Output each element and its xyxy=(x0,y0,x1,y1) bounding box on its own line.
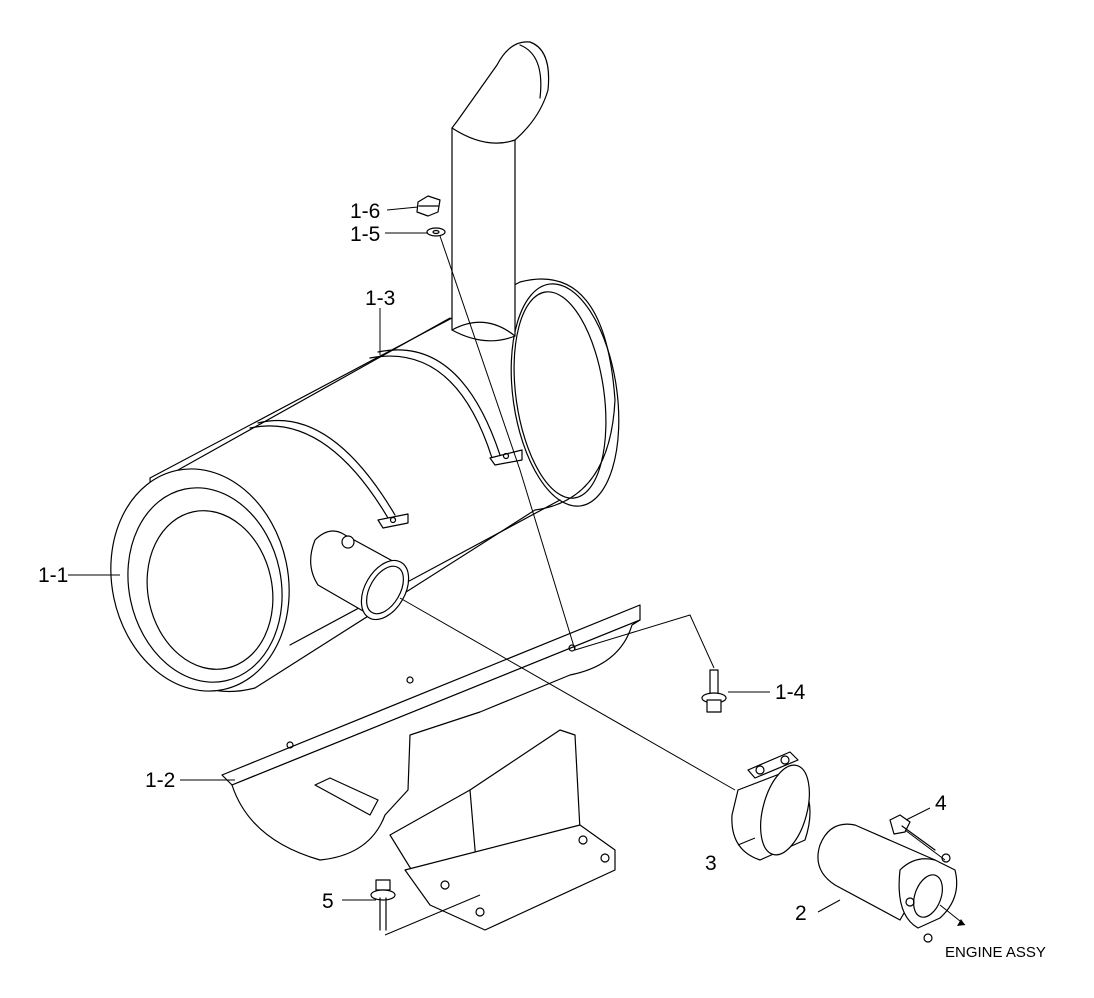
bolt-1-4 xyxy=(701,669,727,713)
callout-4: 4 xyxy=(935,792,947,815)
engine-assy-note: ENGINE ASSY xyxy=(945,944,1046,961)
bolt-4 xyxy=(889,814,936,851)
nut-1-6 xyxy=(416,195,441,217)
bolt-5 xyxy=(370,879,396,931)
callout-1-5: 1-5 xyxy=(350,223,380,246)
pipe-clamp xyxy=(731,751,811,861)
band-clamp xyxy=(249,349,523,529)
callout-2: 2 xyxy=(795,902,807,925)
callout-1-1: 1-1 xyxy=(38,564,68,587)
callout-1-4: 1-4 xyxy=(775,681,806,704)
exhaust-pipe xyxy=(817,823,958,943)
callout-1-2: 1-2 xyxy=(145,769,175,792)
mounting-bracket xyxy=(221,604,641,931)
callout-5: 5 xyxy=(322,890,334,913)
washer-1-5 xyxy=(426,227,446,237)
callout-1-6: 1-6 xyxy=(350,200,380,223)
callout-1-3: 1-3 xyxy=(365,287,395,310)
leader-lines xyxy=(68,206,931,913)
assembly-lines xyxy=(384,235,966,936)
tail-pipe xyxy=(451,41,550,342)
engine-arrow-icon xyxy=(957,919,965,926)
inlet-pipe xyxy=(310,530,410,621)
callout-3: 3 xyxy=(705,852,717,875)
muffler-body xyxy=(110,278,620,692)
